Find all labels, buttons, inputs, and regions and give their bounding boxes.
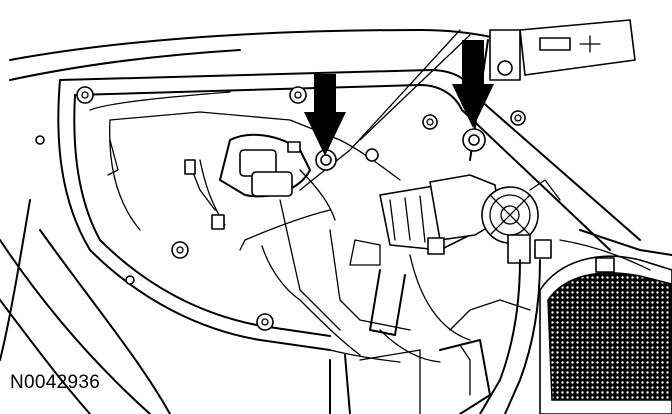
down-arrow-icon <box>304 74 346 156</box>
window-regulator-motor <box>349 174 561 266</box>
lower-door-trim <box>329 349 421 414</box>
arrow-right <box>452 40 494 128</box>
door-speaker <box>539 229 672 414</box>
control-module <box>184 133 361 356</box>
regulator-track <box>369 254 541 414</box>
arrow-left <box>304 74 346 156</box>
figure-id-label: N0042936 <box>10 372 101 393</box>
down-arrow-icon <box>452 40 494 128</box>
access-holes <box>315 128 486 171</box>
door-latch-assembly <box>299 19 636 191</box>
inner-door-panel <box>57 69 641 351</box>
